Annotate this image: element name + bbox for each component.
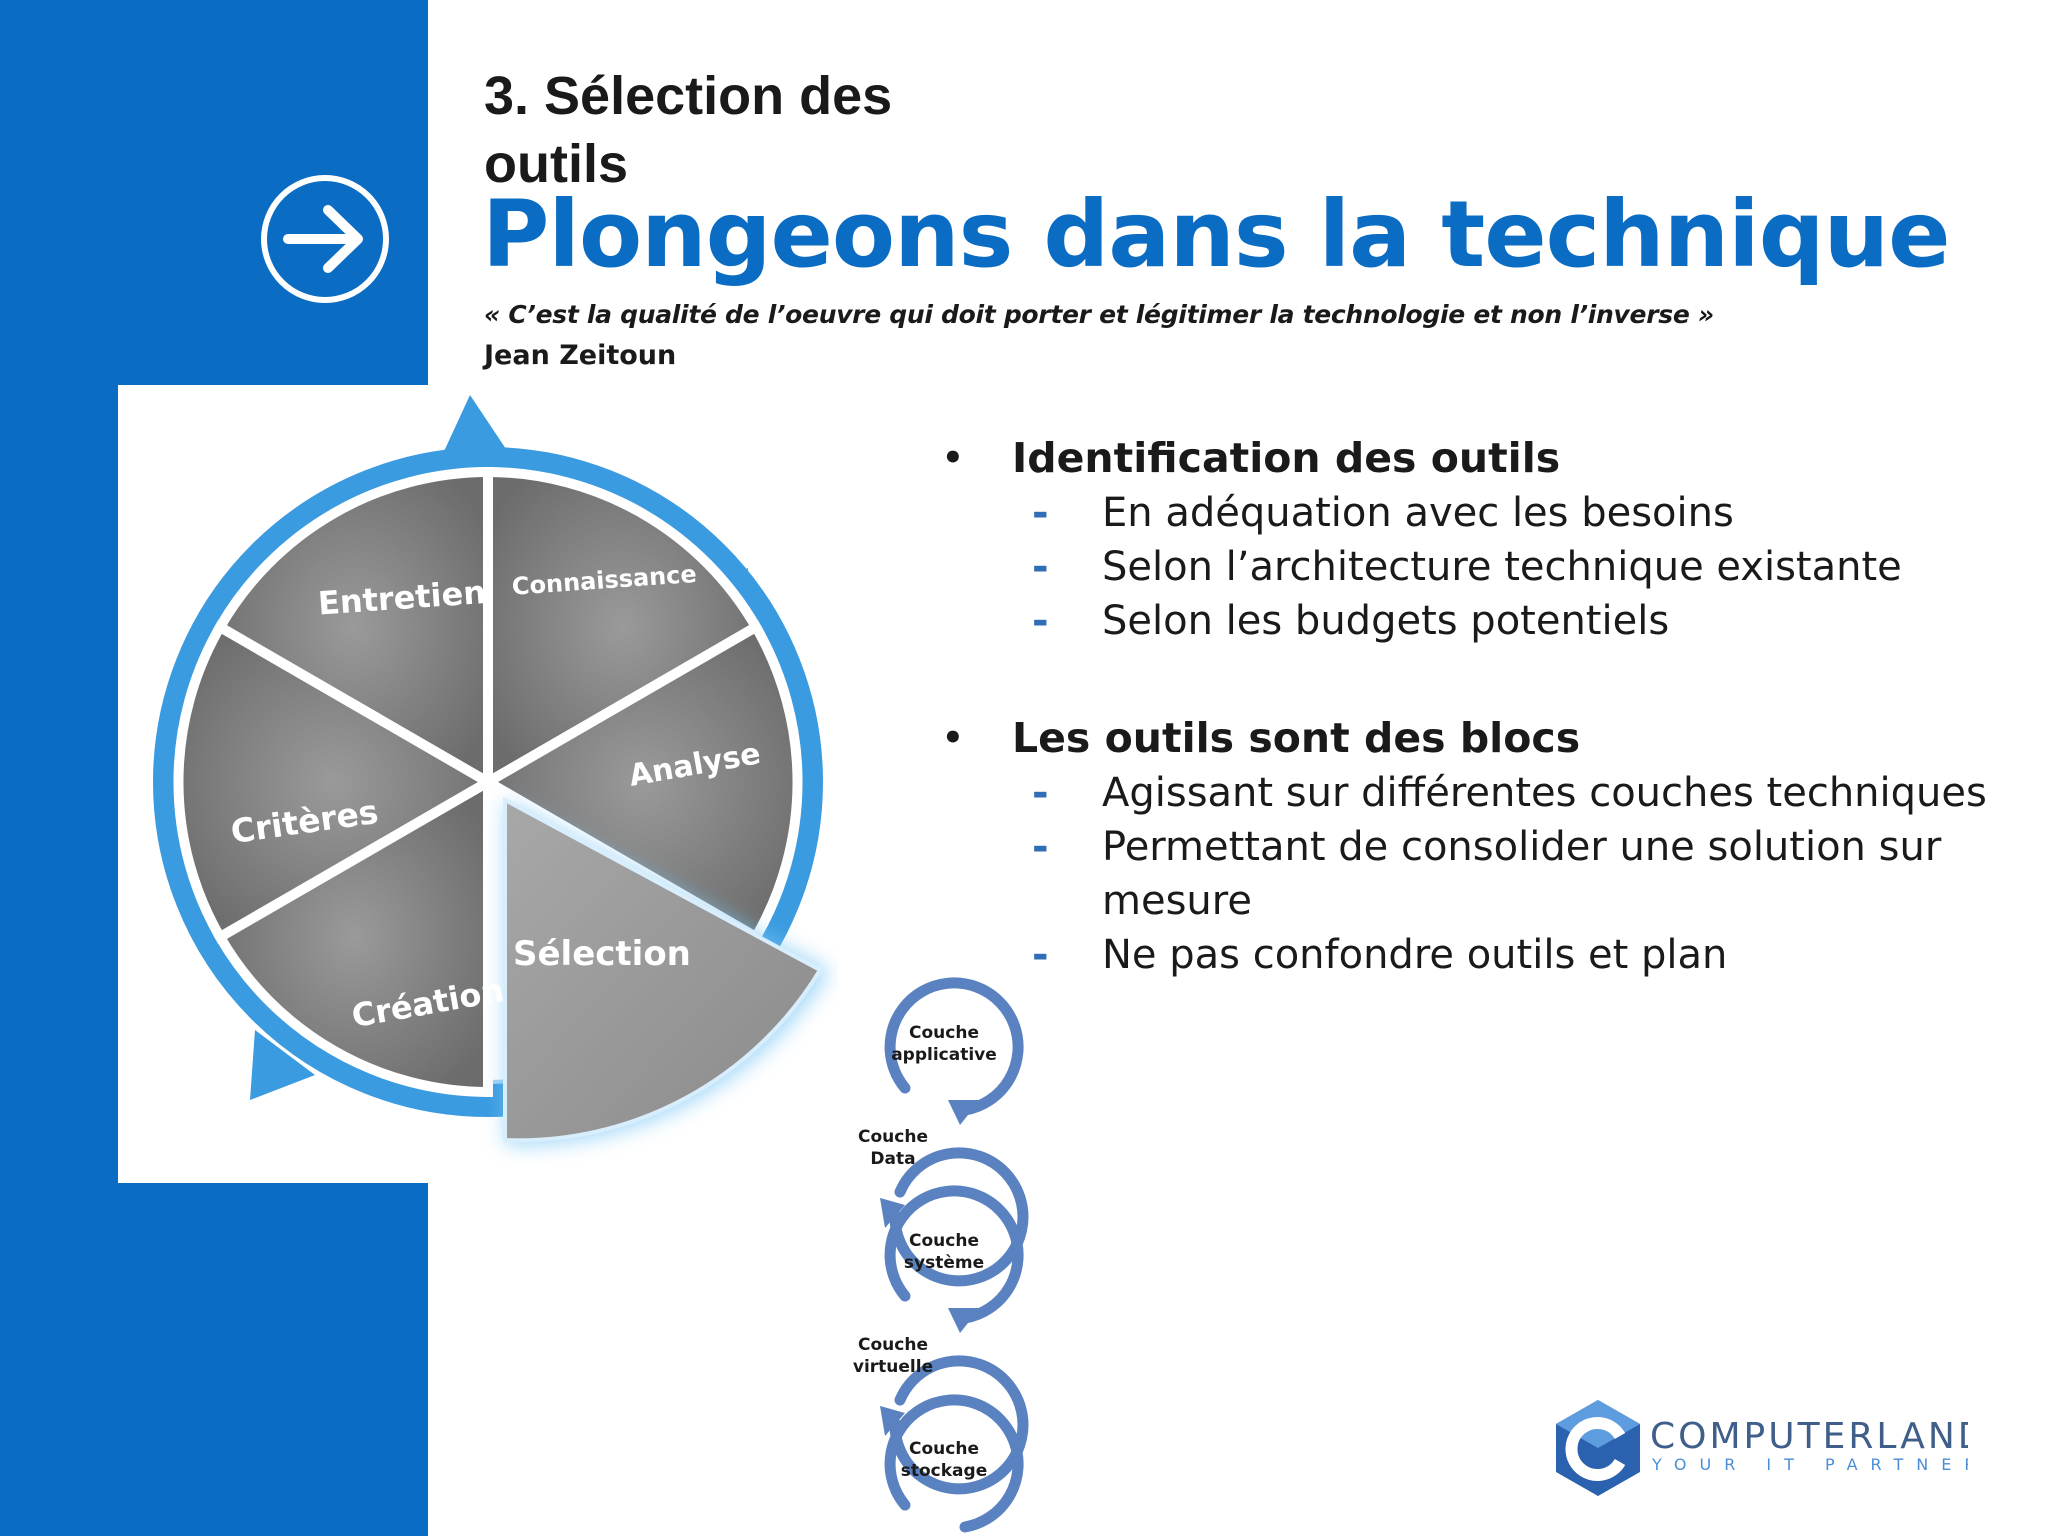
list-item: - En adéquation avec les besoins [942,486,2022,540]
quote-author: Jean Zeitoun [484,340,677,371]
layer-applicative-line1: Couche [909,1023,979,1043]
dash-icon: - [1032,824,1049,870]
layer-applicative-line2: applicative [891,1045,997,1065]
layer-data-line1: Couche [858,1127,928,1147]
logo-name: COMPUTERLAND [1650,1416,1968,1457]
section-title-line1: 3. Sélection des [484,66,893,126]
dash-icon: - [1032,598,1049,644]
bullet-heading-text: Identification des outils [1012,434,1561,482]
segment-label-selection: Sélection [513,934,691,974]
dash-icon: - [1032,544,1049,590]
dash-icon: - [1032,932,1049,978]
list-item-text: Ne pas confondre outils et plan [1102,932,1728,978]
list-item: - Ne pas confondre outils et plan [942,928,2022,982]
layer-systeme-line2: système [904,1253,984,1273]
bullet-heading: • Identification des outils [942,430,2022,486]
layer-virtuelle-line1: Couche [858,1335,928,1355]
layer-stockage-line1: Couche [909,1439,979,1459]
bullet-group-identification: • Identification des outils - En adéquati… [942,430,2022,648]
bullet-list: • Identification des outils - En adéquati… [942,430,2022,1044]
arrow-right-circle-icon [261,175,389,303]
quote: « C’est la qualité de l’oeuvre qui doit … [484,300,1714,329]
section-title-line2: outils [484,134,628,194]
list-item: - Agissant sur différentes couches techni… [942,766,2022,820]
list-item-text: Selon les budgets potentiels [1102,598,1670,644]
list-item-text: En adéquation avec les besoins [1102,490,1734,536]
main-title: Plongeons dans la technique [482,181,1950,288]
dash-icon: - [1032,770,1049,816]
list-item-text: Permettant de consolider une solution su… [1102,824,1942,924]
bullet-heading-text: Les outils sont des blocs [1012,714,1581,762]
layer-stockage-line2: stockage [901,1461,987,1481]
dash-icon: - [1032,490,1049,536]
logo-tagline: YOUR IT PARTNER [1651,1455,1968,1474]
section-title: 3. Sélection des outils [484,62,1044,198]
layer-systeme-line1: Couche [909,1231,979,1251]
bullet-group-blocs: • Les outils sont des blocs - Agissant su… [942,710,2022,982]
bullet-heading: • Les outils sont des blocs [942,710,2022,766]
list-item: - Permettant de consolider une solution s… [942,820,2022,928]
layer-data-line2: Data [870,1149,915,1169]
bullet-dot-icon: • [942,718,964,758]
list-item-text: Agissant sur différentes couches techniq… [1102,770,1987,816]
layer-chain-diagram: Couche applicative Couche Data Couche sy… [853,977,1029,1533]
list-item-text: Selon l’architecture technique existante [1102,544,1902,590]
layer-virtuelle-line2: virtuelle [853,1357,933,1377]
computerland-logo: COMPUTERLAND YOUR IT PARTNER [1556,1400,1968,1496]
list-item: - Selon les budgets potentiels [942,594,2022,648]
process-wheel: Connaissance Analyse Sélection Création … [153,395,830,1146]
bullet-dot-icon: • [942,438,964,478]
list-item: - Selon l’architecture technique existant… [942,540,2022,594]
